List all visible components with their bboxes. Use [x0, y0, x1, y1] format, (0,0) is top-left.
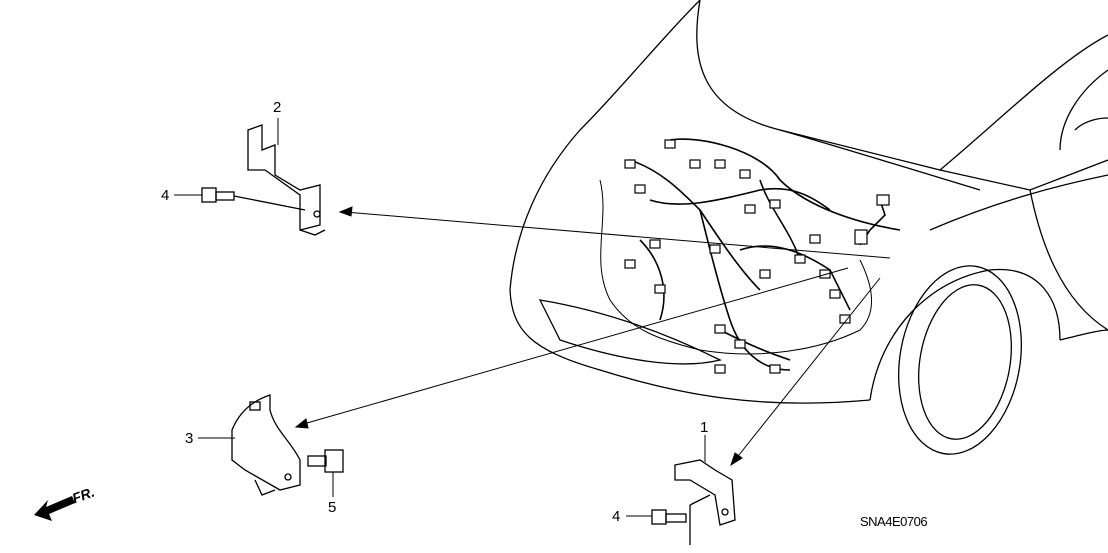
- wire-harness: [599, 138, 901, 374]
- callout-2: 2: [273, 99, 282, 116]
- callout-3: 3: [185, 430, 194, 447]
- front-arrow-icon: [34, 496, 75, 521]
- bracket-2: [247, 124, 326, 236]
- bolt-4a: [201, 187, 306, 211]
- bolt-4b: [651, 509, 687, 525]
- callout-leaders: [174, 118, 706, 517]
- bracket-3: [231, 394, 301, 496]
- callout-1: 1: [700, 419, 709, 436]
- car-body-outline: [509, 0, 1108, 455]
- bolt-5: [307, 449, 344, 473]
- callout-4a: 4: [161, 187, 170, 204]
- diagram-code: SNA4E0706: [860, 514, 928, 529]
- bracket-1: [674, 459, 736, 545]
- callout-5: 5: [328, 499, 337, 516]
- callout-4b: 4: [612, 508, 621, 525]
- leader-arrows: [294, 206, 891, 467]
